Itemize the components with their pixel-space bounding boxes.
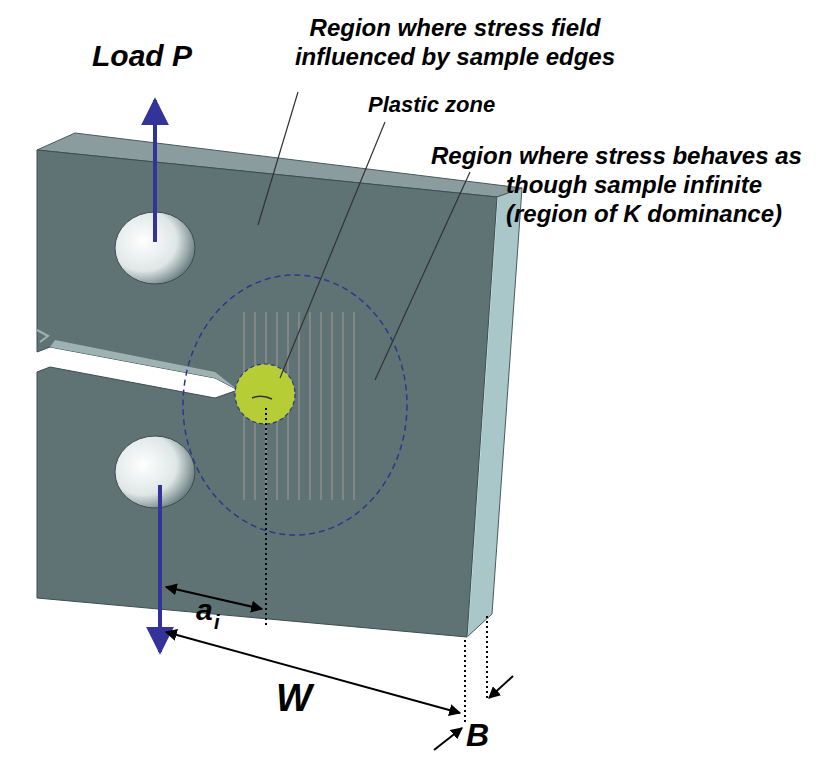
notch-face [50, 340, 238, 390]
guide-line [464, 640, 466, 722]
callout-label-text: Region where stress behaves as though sa… [431, 142, 826, 228]
guide-line [486, 616, 488, 700]
dimension-label: W [276, 676, 326, 722]
callout-label: Region where stress field influenced by … [255, 14, 655, 72]
dimension-label-text: a [196, 592, 226, 628]
hatch-line [321, 312, 322, 500]
notch-edge [37, 330, 48, 342]
hatch-line [299, 312, 300, 500]
dimension-subscript: i [214, 610, 234, 634]
crack-tip [252, 396, 272, 399]
dimension-b [489, 676, 513, 698]
load-arrow [153, 100, 157, 242]
guide-line [265, 408, 267, 628]
dimension-b [434, 728, 462, 750]
dimension-subscript-text: i [214, 610, 234, 634]
loading-hole [115, 436, 195, 508]
hatch-line [354, 312, 355, 500]
dimension-a [166, 587, 262, 609]
leader-line [375, 172, 470, 380]
callout-label: Region where stress behaves as though sa… [431, 142, 826, 228]
load-arrow [158, 485, 162, 652]
dimension-label: B [466, 716, 506, 754]
hatch-line [332, 312, 333, 500]
load-label: Load P [92, 38, 252, 74]
leader-line [258, 92, 298, 225]
callout-label-text: Plastic zone [368, 92, 568, 118]
front-face [37, 150, 497, 637]
dimension-label-text: B [466, 716, 506, 754]
k-dominance-boundary [183, 275, 407, 535]
hatch-line [310, 312, 311, 500]
load-label-text: Load P [92, 38, 252, 74]
callout-label-text: Region where stress field influenced by … [255, 14, 655, 72]
dimension-label-text: W [276, 676, 326, 722]
dimension-label: a [196, 592, 226, 628]
callout-label: Plastic zone [368, 92, 568, 118]
dimension-w [166, 632, 460, 713]
hatch-line [343, 312, 344, 500]
leader-line [280, 122, 385, 378]
